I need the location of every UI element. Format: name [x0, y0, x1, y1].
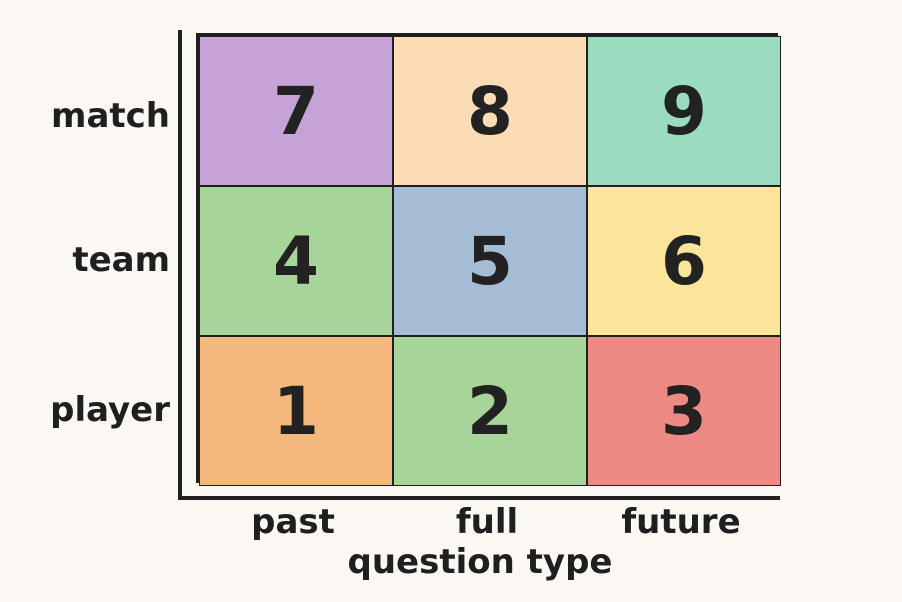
cell-player-future: 3 — [587, 336, 781, 486]
row-label-team: team — [72, 240, 170, 280]
cell-player-past: 1 — [199, 336, 393, 486]
cell-team-past: 4 — [199, 186, 393, 336]
col-label-full: full — [455, 502, 519, 542]
cell-team-future: 6 — [587, 186, 781, 336]
x-axis-line — [178, 496, 780, 500]
cell-player-full: 2 — [393, 336, 587, 486]
cell-team-full: 5 — [393, 186, 587, 336]
row-label-match: match — [51, 96, 170, 136]
matrix-grid: 7 8 9 4 5 6 1 2 3 — [196, 33, 781, 486]
col-label-past: past — [251, 502, 335, 542]
row-label-player: player — [50, 390, 170, 430]
cell-match-full: 8 — [393, 36, 587, 186]
cell-match-future: 9 — [587, 36, 781, 186]
x-axis-title: question type — [347, 542, 613, 582]
col-label-future: future — [621, 502, 741, 542]
y-axis-line — [178, 30, 182, 500]
cell-match-past: 7 — [199, 36, 393, 186]
